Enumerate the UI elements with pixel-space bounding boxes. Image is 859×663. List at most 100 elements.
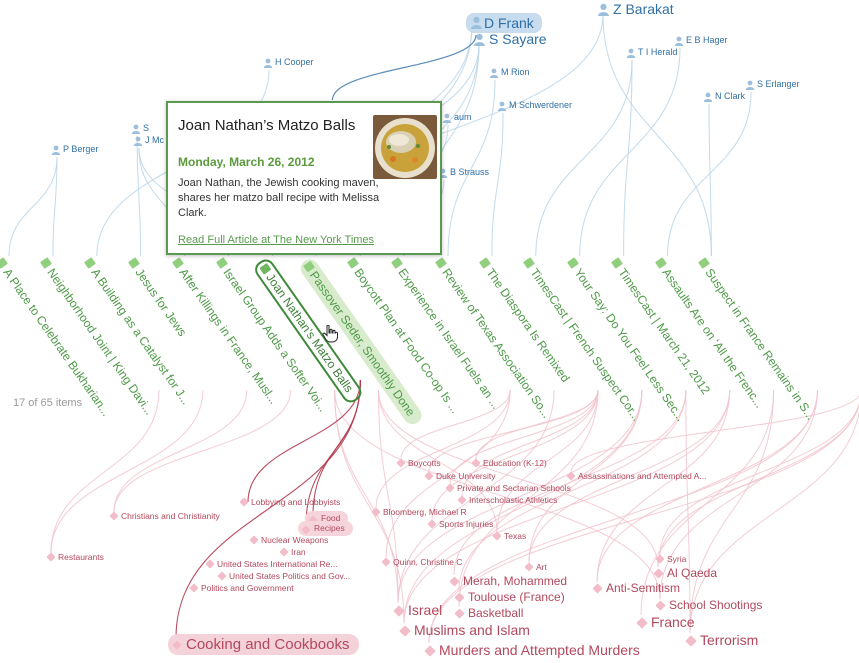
tag-label: Duke University (436, 471, 496, 481)
connection-line (535, 59, 633, 257)
connection-line (378, 389, 399, 604)
tag-education[interactable]: Education (K-12) (471, 458, 547, 468)
tag-label: Sports Injuries (439, 519, 494, 529)
author-s-erlanger[interactable]: S Erlanger (745, 80, 800, 90)
connection-line (113, 389, 248, 513)
tag-sports-injuries[interactable]: Sports Injuries (427, 519, 494, 529)
author-m-schwerdener[interactable]: M Schwerdener (497, 101, 572, 111)
tag-label: United States Politics and Gov... (229, 571, 351, 581)
tag-label: Murders and Attempted Murders (439, 642, 640, 658)
tag-merah[interactable]: Merah, Mohammed (449, 575, 567, 587)
tag-icon (46, 552, 56, 562)
author-b-strauss[interactable]: B Strauss (438, 168, 489, 178)
author-n-clark[interactable]: N Clark (703, 92, 745, 102)
author-j-mc-partial[interactable]: J Mc (133, 136, 164, 146)
connection-line (496, 389, 599, 533)
tag-icon (217, 571, 227, 581)
connection-line (400, 389, 511, 460)
tag-assassinations[interactable]: Assassinations and Attempted A... (566, 471, 707, 481)
tag-basketball[interactable]: Basketball (454, 607, 523, 619)
person-icon (497, 101, 507, 111)
tag-icon (172, 640, 182, 650)
author-s-sayare[interactable]: S Sayare (473, 32, 547, 46)
tag-interscholastic[interactable]: Interscholastic Athletics (457, 495, 557, 505)
tag-recipes[interactable]: Recipes (298, 521, 353, 536)
tag-nuclear[interactable]: Nuclear Weapons (249, 535, 328, 545)
author-label: M Rion (501, 67, 530, 77)
tag-texas[interactable]: Texas (492, 531, 526, 541)
author-e-b-hager[interactable]: E B Hager (674, 36, 728, 46)
tag-france[interactable]: France (636, 614, 695, 630)
tag-bloomberg[interactable]: Bloomberg, Michael R (371, 507, 467, 517)
tag-label: Boycotts (408, 458, 441, 468)
tag-label: Bloomberg, Michael R (383, 507, 467, 517)
tag-politics-gov[interactable]: Politics and Government (189, 583, 294, 593)
connection-line (528, 389, 731, 564)
tag-anti-semitism[interactable]: Anti-Semitism (592, 581, 681, 595)
tag-syria[interactable]: Syria (655, 554, 686, 564)
author-t-i-herald[interactable]: T I Herald (626, 48, 677, 58)
read-full-article-link[interactable]: Read Full Article at The New York Times (178, 234, 375, 246)
tag-label: Anti-Semitism (606, 581, 681, 595)
connection-line (667, 91, 752, 257)
connection-line (602, 13, 712, 257)
tag-intl-relations[interactable]: United States International Re... (205, 559, 338, 569)
connection-line (403, 389, 731, 624)
tag-private-schools[interactable]: Private and Sectarian Schools (445, 483, 571, 493)
popup-title: Joan Nathan’s Matzo Balls (178, 117, 356, 134)
tag-us-politics[interactable]: United States Politics and Gov... (217, 571, 351, 581)
tag-boycotts[interactable]: Boycotts (396, 458, 441, 468)
author-z-barakat[interactable]: Z Barakat (597, 2, 674, 16)
tag-israel[interactable]: Israel (393, 602, 443, 618)
tag-terrorism[interactable]: Terrorism (685, 633, 758, 647)
tag-icon (396, 458, 406, 468)
tag-icon (449, 576, 460, 587)
author-s-partial[interactable]: S (131, 124, 149, 134)
tag-label: Lobbying and Lobbyists (251, 497, 341, 507)
connection-line (331, 34, 477, 101)
tag-school-shootings[interactable]: School Shootings (655, 599, 762, 611)
tag-label: Food (321, 513, 341, 523)
popup-date: Monday, March 26, 2012 (178, 155, 315, 169)
author-p-berger[interactable]: P Berger (51, 145, 98, 155)
author-d-frank[interactable]: D Frank (466, 13, 542, 33)
tag-duke[interactable]: Duke University (424, 471, 496, 481)
tag-icon (454, 608, 465, 619)
connection-line (453, 389, 687, 576)
tag-label: Christians and Christianity (121, 511, 220, 521)
connection-line (659, 402, 859, 556)
tag-icon (109, 511, 119, 521)
tag-label: France (651, 614, 695, 630)
person-icon (51, 145, 61, 155)
connection-line (136, 135, 142, 257)
connection-line (385, 389, 511, 559)
person-icon (442, 113, 452, 123)
author-h-cooper[interactable]: H Cooper (263, 58, 314, 68)
tag-label: United States International Re... (217, 559, 338, 569)
tag-lobbying[interactable]: Lobbying and Lobbyists (239, 497, 341, 507)
tag-al-qaeda[interactable]: Al Qaeda (653, 567, 717, 579)
person-icon (745, 80, 755, 90)
tag-cooking[interactable]: Cooking and Cookbooks (168, 634, 360, 655)
tag-restaurants[interactable]: Restaurants (46, 552, 104, 562)
connection-line (428, 389, 599, 473)
tag-christians[interactable]: Christians and Christianity (109, 511, 220, 521)
matzo-soup-thumbnail[interactable] (373, 115, 437, 179)
tag-art[interactable]: Art (524, 562, 547, 572)
article-popup[interactable]: Joan Nathan’s Matzo Balls Monday, March … (166, 101, 442, 255)
tag-iran[interactable]: Iran (279, 547, 306, 557)
connection-line (623, 59, 633, 257)
tag-murders[interactable]: Murders and Attempted Murders (424, 642, 640, 658)
tag-label: Iran (291, 547, 306, 557)
tag-label: Israel (408, 602, 443, 618)
connection-line (378, 389, 659, 568)
tag-muslims[interactable]: Muslims and Islam (399, 623, 530, 637)
tag-toulouse[interactable]: Toulouse (France) (454, 591, 565, 603)
author-m-rion[interactable]: M Rion (489, 67, 530, 78)
connection-line (570, 395, 859, 473)
author-baum-partial[interactable]: aum (442, 113, 472, 123)
connection-line (657, 403, 859, 568)
connection-line (659, 389, 818, 600)
tag-quinn[interactable]: Quinn, Christine C (381, 557, 462, 567)
person-icon (471, 16, 482, 29)
